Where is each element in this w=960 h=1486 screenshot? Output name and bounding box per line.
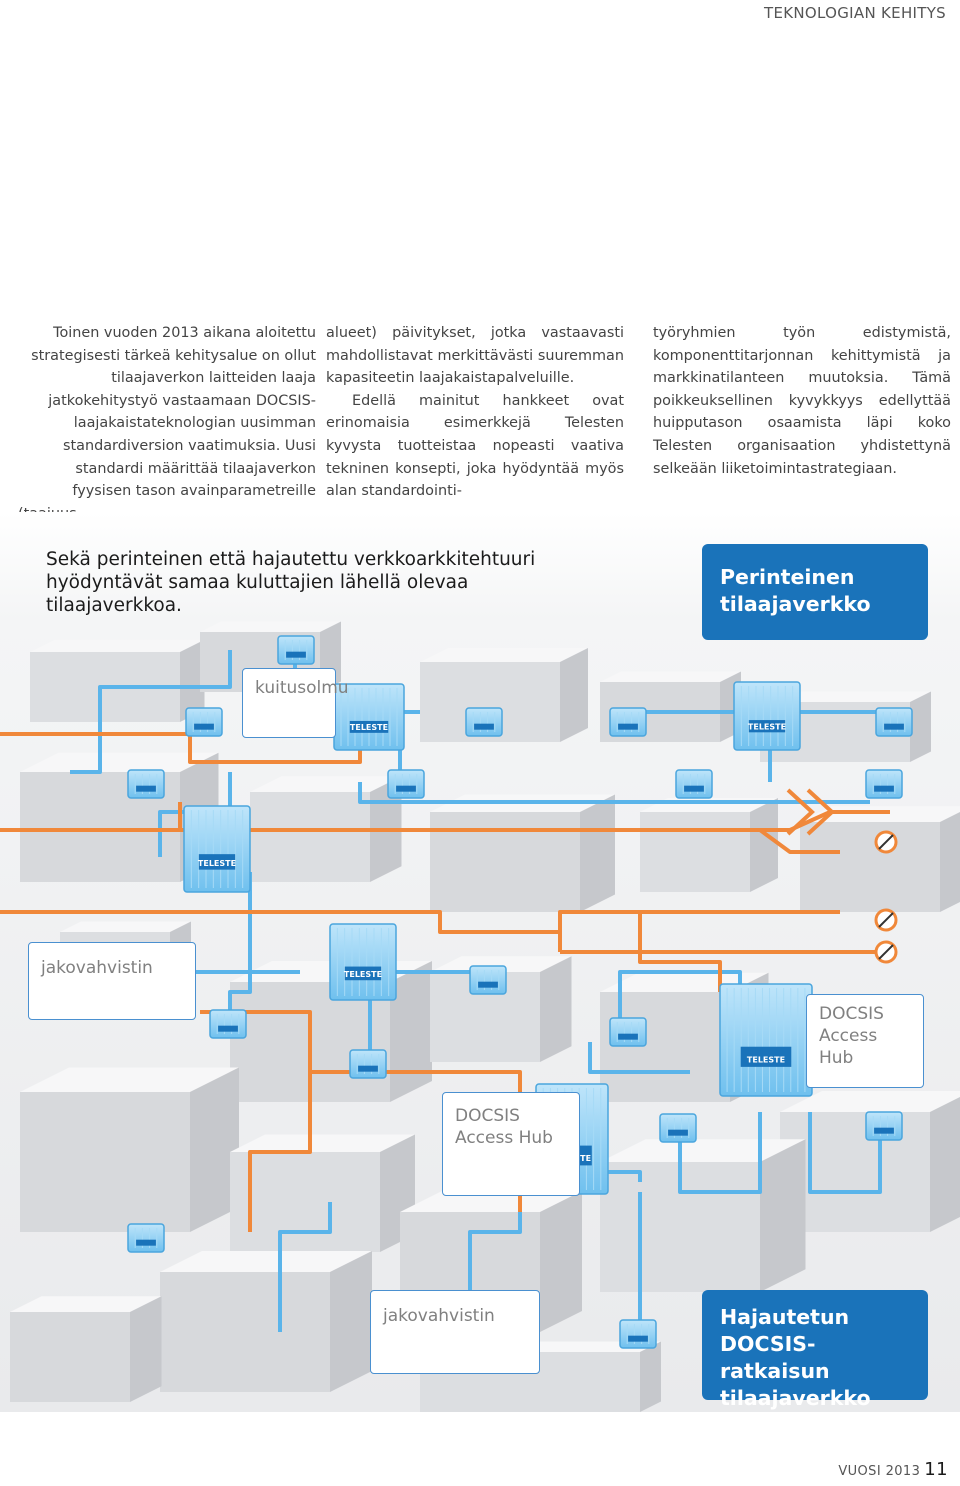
network-illustration: TELESTETELESTETELESTETELESTETELESTETELES…	[0, 512, 960, 1412]
coax-cable	[358, 782, 870, 804]
fiber-cables	[0, 732, 890, 1232]
docsis-access-hub-device: TELESTE	[719, 983, 813, 1097]
page-number: 11	[924, 1459, 948, 1480]
column-2-paragraph-1: alueet) päivitykset, jotka vastaavasti m…	[326, 325, 624, 387]
figure-caption: Sekä perinteinen että hajautettu verkkoa…	[46, 549, 536, 616]
fiber-cable	[248, 1072, 312, 1232]
amplifier-device	[277, 635, 315, 665]
amplifier-device	[127, 1223, 165, 1253]
building	[230, 1134, 415, 1252]
coax-cable	[588, 1042, 690, 1074]
amplifier-device	[387, 769, 425, 799]
fiber-cable	[180, 828, 840, 854]
amplifier-device	[209, 1009, 247, 1039]
section-label: TEKNOLOGIAN KEHITYS	[764, 4, 946, 22]
fiber-connector	[874, 940, 898, 964]
amplifier-device	[609, 1017, 647, 1047]
fiber-cable	[638, 912, 722, 992]
coax-cable	[808, 1112, 882, 1194]
svg-text:TELESTE: TELESTE	[747, 1055, 785, 1064]
label-hub-right: DOCSIS Access Hub	[806, 994, 924, 1088]
label-amplifier-top: jakovahvistin	[28, 942, 196, 1020]
building	[800, 806, 960, 912]
label-amplifier-bottom: jakovahvistin	[370, 1290, 540, 1374]
amplifier-device	[675, 769, 713, 799]
fiber-split-arrow	[786, 788, 815, 836]
amplifier-device	[469, 965, 507, 995]
column-2-paragraph-2: Edellä mainitut hankkeet ovat erinomaisi…	[326, 392, 624, 500]
fiber-node-device: TELESTE	[733, 681, 801, 751]
amplifier-device	[619, 1319, 657, 1349]
traditional-network-title: Perinteinen tilaajaverkko	[702, 544, 928, 640]
svg-text:TELESTE: TELESTE	[344, 970, 382, 979]
amplifier-device	[609, 707, 647, 737]
article-column-2: alueet) päivitykset, jotka vastaavasti m…	[326, 322, 624, 503]
building	[30, 639, 205, 722]
building	[230, 961, 432, 1102]
svg-text:TELESTE: TELESTE	[350, 723, 388, 732]
building	[10, 1296, 162, 1402]
distributed-network-title: Hajautetun DOCSIS-ratkaisun tilaajaverkk…	[702, 1290, 928, 1410]
fiber-connectors	[874, 830, 898, 964]
coax-cable	[278, 1202, 332, 1332]
article-column-1: Toinen vuoden 2013 aikana aloitettu stra…	[18, 322, 316, 525]
coax-cable	[228, 872, 252, 1012]
amplifier-device	[349, 1049, 387, 1079]
amplifier-device	[127, 769, 165, 799]
amplifier-device	[875, 707, 913, 737]
fiber-connector	[874, 908, 898, 932]
building	[420, 648, 588, 742]
year-label: VUOSI 2013	[838, 1464, 921, 1479]
coax-cable	[70, 650, 232, 774]
city-buildings	[10, 621, 960, 1412]
amplifier-device	[865, 1111, 903, 1141]
building	[160, 1251, 372, 1392]
building	[430, 794, 615, 912]
building	[780, 1091, 960, 1232]
fiber-cable	[0, 732, 362, 764]
building	[640, 798, 778, 892]
coax-cable	[678, 1112, 762, 1194]
column-3-text: työryhmien työn edistymistä, komponentti…	[653, 325, 951, 477]
label-fiber-node: kuitusolmu	[242, 668, 349, 738]
amplifier-device	[465, 707, 503, 737]
fiber-cable	[0, 910, 562, 952]
network-diagram: TELESTETELESTETELESTETELESTETELESTETELES…	[0, 512, 960, 1412]
fiber-split-arrow	[806, 788, 835, 836]
fiber-connector	[874, 830, 898, 854]
building	[600, 1139, 806, 1292]
fiber-node-device: TELESTE	[183, 805, 251, 893]
column-1-text: Toinen vuoden 2013 aikana aloitettu stra…	[18, 325, 316, 522]
svg-text:TELESTE: TELESTE	[198, 859, 236, 868]
building	[20, 1067, 239, 1232]
label-hub-center: DOCSIS Access Hub	[442, 1092, 580, 1196]
amplifier-device: TELESTE	[329, 923, 397, 1001]
amplifier-device	[185, 707, 223, 737]
article-column-3: työryhmien työn edistymistä, komponentti…	[653, 322, 951, 480]
fiber-cable	[558, 910, 840, 932]
amplifier-device	[865, 769, 903, 799]
svg-text:TELESTE: TELESTE	[748, 723, 786, 732]
amplifier-device	[659, 1113, 697, 1143]
fiber-node-device: TELESTE	[333, 683, 405, 751]
